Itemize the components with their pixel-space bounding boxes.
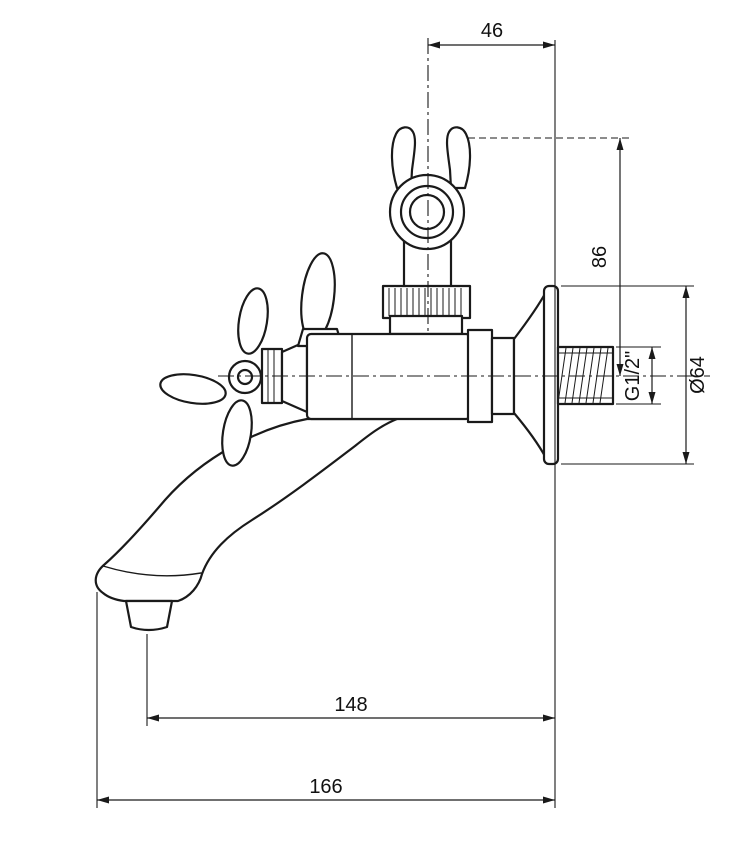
- spout-flare-joint-line: [102, 565, 202, 577]
- holder-knurled-nut: [381, 284, 472, 320]
- flange-bell: [512, 290, 548, 460]
- dim-label-46: 46: [481, 20, 503, 42]
- cross-handle-top-spoke: [237, 287, 269, 355]
- dimension-46: 46: [428, 20, 555, 49]
- dimension-86: 86: [468, 137, 630, 376]
- shower-holder: [381, 126, 472, 336]
- aerator: [124, 599, 174, 632]
- wall-flange: [512, 284, 615, 466]
- dimension-thread: G1/2": [616, 346, 661, 405]
- arrowhead: [682, 452, 690, 464]
- dimension-148: 148: [146, 634, 555, 726]
- dim-label-148: 148: [334, 694, 367, 716]
- centerlines: [218, 38, 710, 377]
- arrowhead: [543, 796, 555, 804]
- cross-handle-left-spoke: [159, 373, 227, 405]
- diverter-lever: [296, 252, 344, 348]
- arrowhead: [543, 714, 555, 722]
- dim-label-86: 86: [589, 246, 611, 268]
- dim-label-166: 166: [309, 776, 342, 798]
- arrowhead: [682, 286, 690, 298]
- arrowhead: [616, 138, 624, 150]
- cross-handle-hub-cap: [236, 368, 254, 386]
- dimension-annotations: 46 86 G1/2" Ø64: [96, 20, 709, 808]
- arrowhead: [147, 714, 159, 722]
- arrowhead: [616, 364, 624, 376]
- spout: [94, 417, 399, 632]
- holder-right-prong: [445, 126, 472, 190]
- dim-label-flange-diameter: Ø64: [687, 356, 709, 394]
- dimension-166: 166: [96, 592, 555, 808]
- spout-outline: [94, 417, 399, 603]
- arrowhead: [543, 41, 555, 49]
- arrowhead: [648, 392, 656, 404]
- dim-label-thread: G1/2": [622, 351, 644, 401]
- holder-knob-inner: [408, 193, 446, 231]
- arrowhead: [428, 41, 440, 49]
- flange-plate: [542, 284, 560, 466]
- holder-left-prong: [390, 126, 417, 190]
- cross-handle-bottom-spoke: [221, 399, 253, 467]
- dimension-flange: Ø64: [561, 285, 709, 465]
- arrowhead: [97, 796, 109, 804]
- nut-knurl-hatch: [388, 288, 462, 316]
- arrowhead: [648, 347, 656, 359]
- holder-boss: [388, 314, 464, 336]
